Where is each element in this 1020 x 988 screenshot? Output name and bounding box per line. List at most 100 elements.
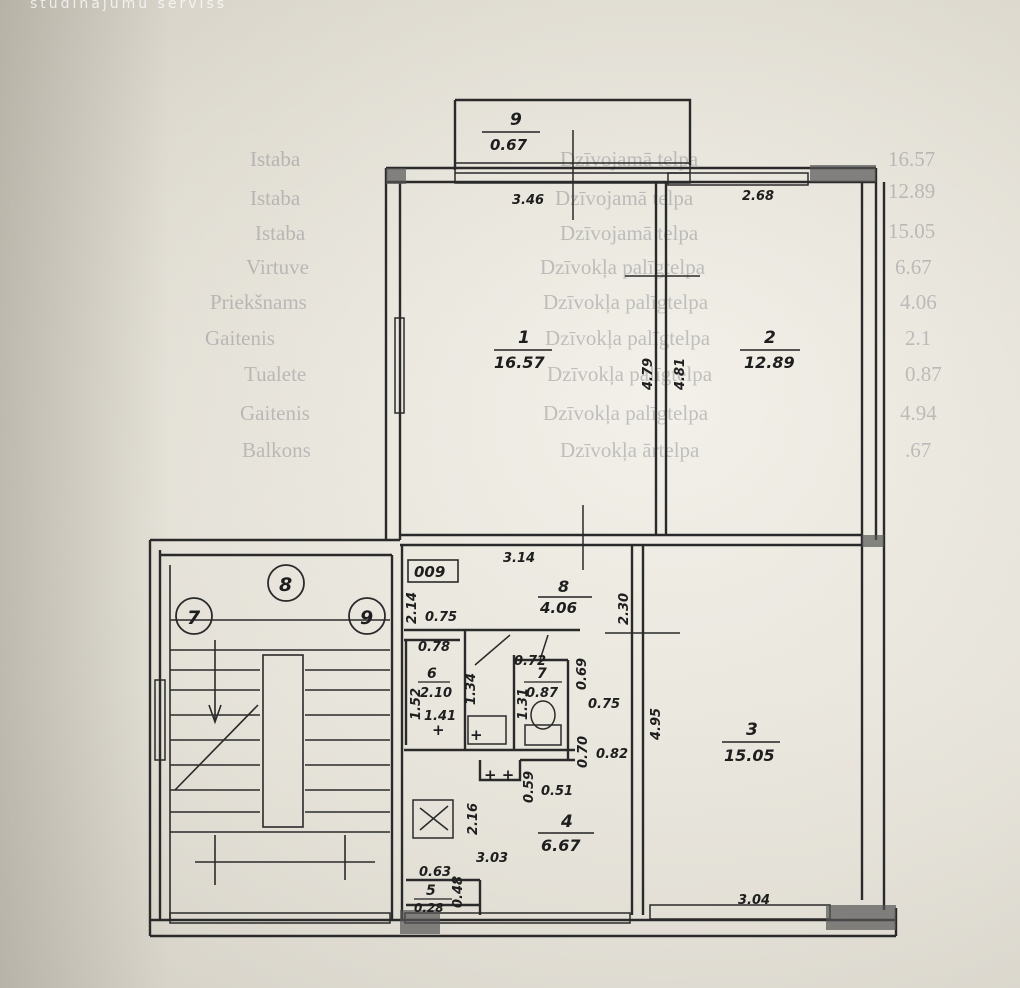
ghost-purpose-9: Dzīvokļa ārtelpa — [560, 438, 700, 462]
dim-2-68: 2.68 — [742, 189, 774, 204]
ghost-area-4: 6.67 — [895, 255, 932, 279]
room-8-area: 4.06 — [539, 599, 577, 617]
marker-circle-7 — [175, 597, 213, 635]
ghost-purpose-2: Dzīvojamā telpa — [555, 186, 694, 210]
dim-3-46: 3.46 — [512, 193, 544, 208]
ghost-name-9: Balkons — [242, 438, 311, 462]
ghost-name-3: Istaba — [255, 221, 306, 245]
ghost-name-2: Istaba — [250, 186, 301, 210]
dim-3-03: 3.03 — [476, 851, 508, 866]
stair-well — [262, 654, 304, 828]
dim-3-14: 3.14 — [503, 551, 535, 566]
bath-plus-symbol: + — [432, 721, 445, 739]
room-1-area: 16.57 — [494, 353, 545, 372]
staircase — [169, 565, 390, 920]
ghost-purpose-4: Dzīvokļa palīgtelpa — [540, 255, 706, 279]
room-labels: 9 0.67 1 16.57 2 12.89 3 15.05 8 4.06 6 … — [414, 110, 800, 915]
ghost-purpose-6: Dzīvokļa palīgtelpa — [545, 326, 711, 350]
dim-0-72: 0.72 — [514, 654, 546, 669]
dim-0-59: 0.59 — [522, 771, 537, 803]
dim-0-70: 0.70 — [576, 736, 591, 768]
ghost-purpose-5: Dzīvokļa palīgtelpa — [543, 290, 709, 314]
stair-marker-8: 8 — [279, 574, 292, 596]
wall-hatches — [386, 165, 896, 934]
room-5-area: 0.28 — [414, 901, 444, 915]
kitchen-plus-symbols: + + — [484, 766, 514, 784]
room-3-number: 3 — [746, 720, 758, 740]
dim-0-75-b: 0.75 — [588, 697, 620, 712]
dim-0-78: 0.78 — [418, 640, 450, 655]
dim-0-48: 0.48 — [451, 876, 466, 908]
dim-1-52: 1.52 — [409, 688, 424, 720]
room-6-number: 6 — [427, 666, 437, 682]
ghost-table: Istaba Istaba Istaba Virtuve Priekšnams … — [205, 147, 942, 462]
toilet-icon — [530, 700, 556, 730]
ghost-purpose-8: Dzīvokļa palīgtelpa — [543, 401, 709, 425]
room-3-area: 15.05 — [724, 746, 775, 765]
marker-circle-9 — [348, 597, 386, 635]
ghost-area-6: 2.1 — [905, 326, 931, 350]
sink-plus-symbol: + — [470, 726, 483, 744]
dim-4-81: 4.81 — [673, 358, 688, 391]
room-6-area: 2.10 — [420, 686, 452, 701]
dim-2-30: 2.30 — [617, 593, 632, 625]
room-7-area: 0.87 — [526, 686, 559, 701]
ghost-area-3: 15.05 — [888, 219, 935, 243]
ghost-name-6: Gaitenis — [205, 326, 275, 350]
watermark: studinajumu serviss — [30, 0, 228, 12]
room-9-number: 9 — [510, 110, 522, 130]
window-room2 — [667, 172, 809, 186]
ghost-name-8: Gaitenis — [240, 401, 310, 425]
ghost-area-7: 0.87 — [905, 362, 942, 386]
dim-3-04: 3.04 — [738, 893, 770, 908]
stair-marker-7: 7 — [187, 607, 201, 629]
room-2-number: 2 — [764, 328, 776, 348]
room-8-number: 8 — [558, 577, 569, 596]
dim-0-69: 0.69 — [575, 658, 590, 690]
dim-1-31: 1.31 — [516, 688, 531, 720]
dim-0-82: 0.82 — [596, 747, 628, 762]
room-5-number: 5 — [426, 883, 436, 899]
dim-2-16: 2.16 — [466, 803, 481, 835]
ghost-name-1: Istaba — [250, 147, 301, 171]
ghost-area-8: 4.94 — [900, 401, 937, 425]
dim-0-75-a: 0.75 — [425, 610, 457, 625]
box-009-frame — [407, 559, 459, 583]
room-4-area: 6.67 — [541, 836, 581, 855]
ghost-purpose-7: Dzīvokļa palīgtelpa — [547, 362, 713, 386]
marker-circle-8 — [267, 564, 305, 602]
ghost-area-9: .67 — [905, 438, 931, 462]
sink-icon — [467, 715, 507, 745]
ghost-area-5: 4.06 — [900, 290, 937, 314]
window-stair-side — [154, 679, 166, 761]
room-2-area: 12.89 — [744, 353, 795, 372]
ghost-area-1: 16.57 — [888, 147, 935, 171]
dim-0-63: 0.63 — [419, 865, 451, 880]
stair-markers — [175, 564, 386, 635]
balcony-outline — [453, 98, 692, 170]
window-stair — [169, 912, 391, 924]
dim-1-34: 1.34 — [464, 673, 479, 705]
window-room1 — [394, 317, 405, 414]
stair-marker-9: 9 — [360, 607, 373, 629]
ghost-purpose-3: Dzīvojamā telpa — [560, 221, 699, 245]
room-7-number: 7 — [537, 666, 547, 682]
dim-4-95: 4.95 — [649, 708, 664, 741]
room-4-number: 4 — [560, 812, 573, 832]
area-cross-lines — [412, 130, 700, 839]
dim-4-79: 4.79 — [641, 358, 656, 391]
ghost-name-4: Virtuve — [246, 255, 309, 279]
dim-1-41: 1.41 — [424, 709, 456, 724]
dim-2-14: 2.14 — [405, 592, 420, 624]
dimension-labels: 3.46 2.68 4.79 4.81 3.14 2.30 4.95 0.75 … — [405, 189, 774, 908]
page-shadow — [0, 0, 170, 988]
room-9-area: 0.67 — [490, 136, 528, 154]
stove-icon — [412, 799, 454, 839]
box-009-label: 009 — [414, 563, 445, 581]
dim-0-51: 0.51 — [541, 784, 573, 799]
room-1-number: 1 — [518, 328, 530, 348]
ghost-name-7: Tualete — [244, 362, 306, 386]
ghost-name-5: Priekšnams — [210, 290, 307, 314]
ghost-area-2: 12.89 — [888, 179, 935, 203]
